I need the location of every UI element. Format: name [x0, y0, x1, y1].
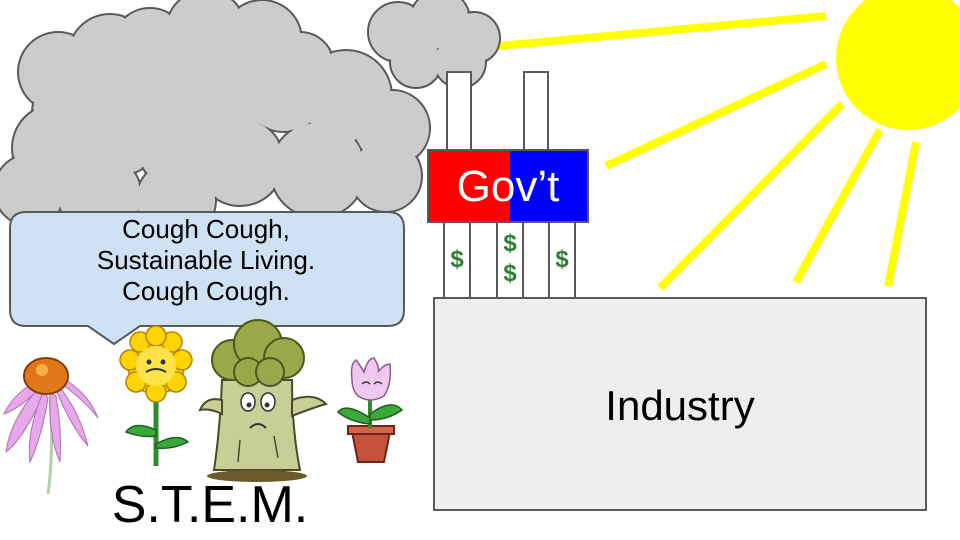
pipe-pillar	[443, 221, 576, 299]
government-label: Gov’t	[456, 162, 560, 211]
sun-rays	[497, 12, 920, 291]
tree-character-icon	[198, 319, 328, 482]
speech-line: Cough Cough,	[122, 214, 290, 244]
government-box	[427, 149, 589, 223]
dollar-sign-icon: $	[555, 246, 569, 273]
speech-bubble	[9, 211, 405, 346]
dollar-sign-icon: $	[503, 230, 517, 257]
sun-icon	[836, 0, 960, 130]
speech-bubble-text: Cough Cough, Sustainable Living. Cough C…	[10, 214, 402, 307]
stem-label: S.T.E.M.	[111, 476, 309, 534]
smokestack	[446, 71, 549, 151]
speech-line: Cough Cough.	[122, 276, 290, 306]
industry-building	[433, 297, 927, 511]
dollar-sign-icon: $	[450, 246, 464, 273]
dollar-sign-icon: $	[503, 260, 517, 287]
dandelion-icon	[119, 325, 193, 466]
speech-line: Sustainable Living.	[96, 245, 316, 275]
potted-flower-icon	[336, 357, 404, 463]
industry-label: Industry	[605, 382, 755, 429]
coneflower-icon	[3, 357, 99, 495]
